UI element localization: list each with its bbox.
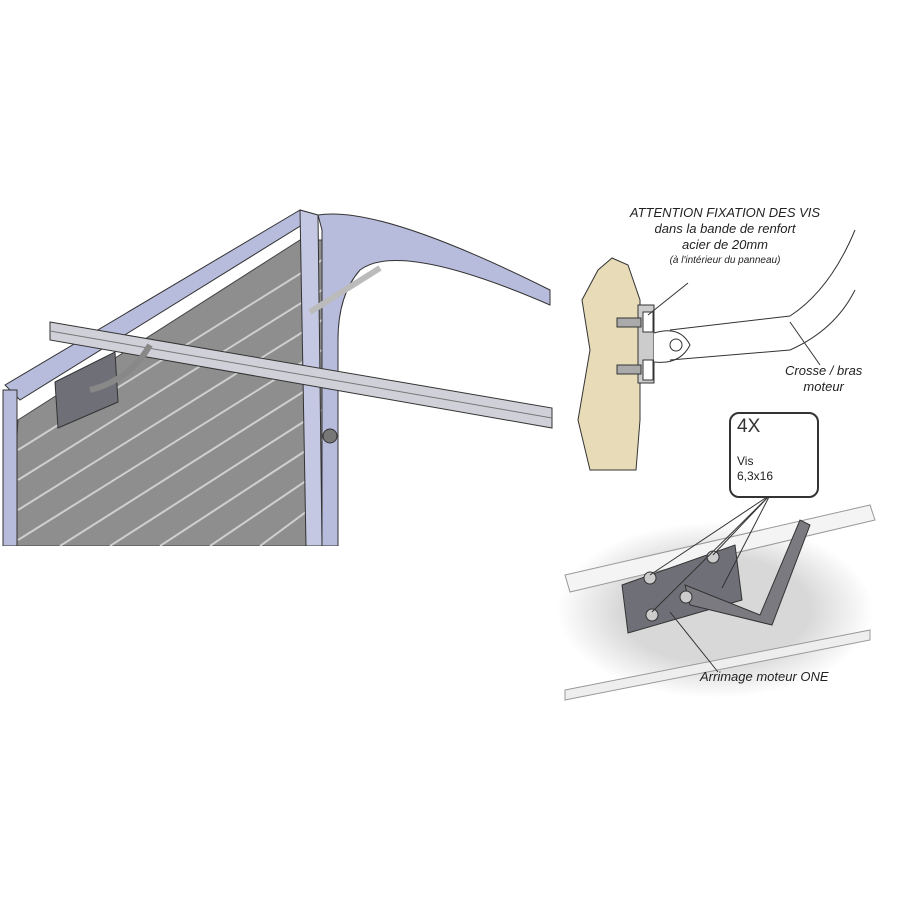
warning-title: ATTENTION FIXATION DES VIS — [629, 205, 821, 220]
screw-spec-box: 4X Vis 6,3x16 — [729, 412, 819, 498]
screw-spec-line: Vis — [737, 454, 754, 468]
screw-spec-line: 6,3x16 — [737, 469, 774, 483]
panel-cross-section — [577, 257, 641, 471]
screw-upper — [616, 311, 654, 333]
arm-label-line: Crosse / bras — [785, 363, 863, 378]
screw-spec: Vis 6,3x16 — [737, 454, 773, 484]
warning-note: (à l'intérieur du panneau) — [669, 255, 781, 266]
warning-line: dans la bande de renfort — [654, 221, 796, 236]
arm-label-line: moteur — [803, 379, 844, 394]
bracket-label: Arrimage moteur ONE — [700, 669, 829, 684]
screw-count: 4X — [737, 416, 761, 437]
warning-annotation: ATTENTION FIXATION DES VIS dans la bande… — [560, 205, 890, 269]
motor-bracket-arm — [684, 519, 811, 626]
garage-door-panel — [2, 209, 553, 546]
warning-line: acier de 20mm — [682, 237, 768, 252]
motor-arm-outline — [669, 229, 856, 361]
screw-lower — [616, 359, 654, 381]
arm-label: Crosse / bras moteur — [785, 363, 862, 395]
